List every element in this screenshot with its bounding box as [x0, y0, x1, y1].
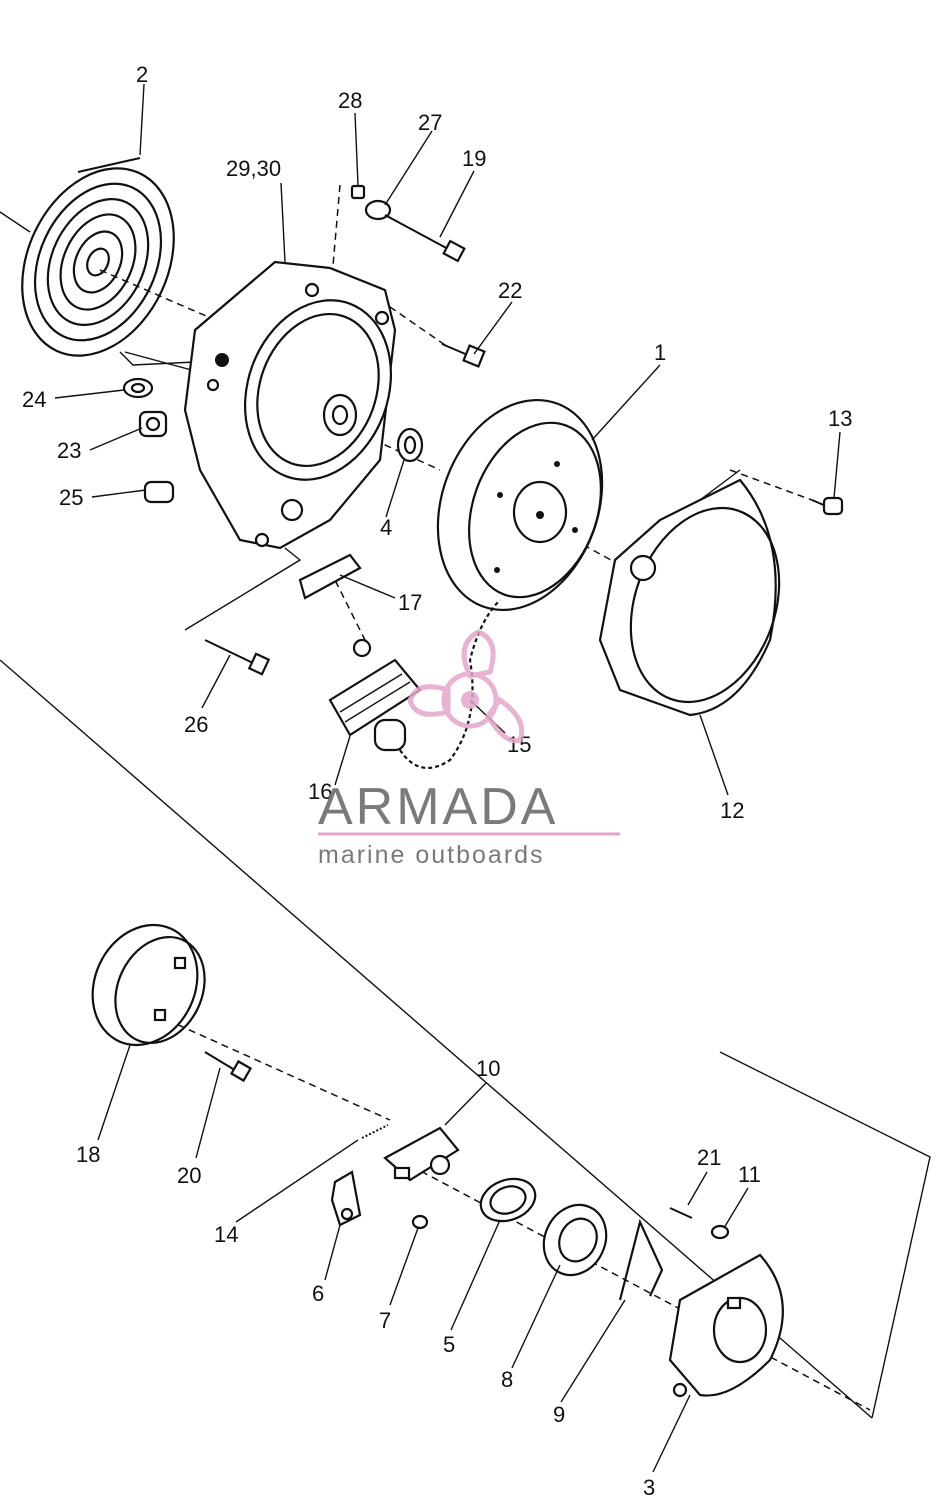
- label-18: 18: [76, 1142, 100, 1167]
- plate-17: [298, 553, 362, 600]
- label-8: 8: [501, 1367, 513, 1392]
- armada-watermark: ARMADA marine outboards: [318, 629, 620, 869]
- label-13: 13: [828, 406, 852, 431]
- plate-3: [668, 1253, 784, 1398]
- coil-16: [328, 638, 422, 752]
- label-10: 10: [476, 1056, 500, 1081]
- label-22: 22: [498, 278, 522, 303]
- label-16: 16: [308, 779, 332, 804]
- label-27: 27: [418, 110, 442, 135]
- drum-18: [91, 923, 206, 1047]
- label-4: 4: [380, 515, 392, 540]
- bolt-20: [204, 1051, 253, 1083]
- cap-28: [350, 184, 366, 200]
- label-9: 9: [553, 1402, 565, 1427]
- label-1: 1: [654, 340, 666, 365]
- label-21: 21: [697, 1145, 721, 1170]
- label-5: 5: [443, 1332, 455, 1357]
- watermark-tagline: marine outboards: [318, 841, 545, 869]
- label-2: 2: [136, 62, 148, 87]
- label-6: 6: [312, 1281, 324, 1306]
- label-28: 28: [338, 88, 362, 113]
- label-17: 17: [398, 590, 422, 615]
- washer-24: [122, 377, 154, 399]
- washer-8: [542, 1203, 608, 1277]
- leader-lines: [54, 83, 841, 1473]
- washer-11: [710, 1224, 730, 1240]
- sleeve-5: [479, 1177, 537, 1223]
- label-12: 12: [720, 798, 744, 823]
- cover-12: [598, 478, 781, 717]
- seal-4: [396, 427, 424, 463]
- label-29-30: 29,30: [226, 156, 281, 181]
- bolt-26: [204, 639, 271, 676]
- bolt-13: [811, 496, 844, 516]
- pawl-6: [330, 1170, 362, 1227]
- pin-7: [411, 1214, 429, 1230]
- propeller-logo-icon: [407, 629, 525, 744]
- part-labels: 2 29,30 28 27 19 22 1 13 24 23 25 4 17 2…: [22, 62, 852, 1497]
- label-26: 26: [184, 712, 208, 737]
- label-14: 14: [214, 1222, 238, 1247]
- bolt-19: [384, 214, 466, 263]
- bolt-22: [441, 343, 486, 368]
- label-19: 19: [462, 146, 486, 171]
- bracket-10: [383, 1126, 460, 1182]
- label-7: 7: [379, 1308, 391, 1333]
- starter-housing: [183, 260, 397, 550]
- nut-25: [143, 480, 175, 504]
- label-25: 25: [59, 485, 83, 510]
- spiral-spring: [21, 157, 175, 357]
- spring-14: [361, 1124, 389, 1139]
- label-3: 3: [643, 1475, 655, 1497]
- cord-15: [399, 599, 501, 770]
- watermark-brand: ARMADA: [318, 778, 558, 836]
- label-24: 24: [22, 387, 46, 412]
- flywheel-rotor: [436, 398, 604, 612]
- nut-23: [138, 410, 168, 438]
- label-20: 20: [177, 1163, 201, 1188]
- bushing-27: [364, 199, 392, 221]
- label-11: 11: [738, 1162, 761, 1187]
- label-23: 23: [57, 438, 81, 463]
- spring-clip-9: [618, 1218, 664, 1301]
- screw-21: [669, 1207, 693, 1219]
